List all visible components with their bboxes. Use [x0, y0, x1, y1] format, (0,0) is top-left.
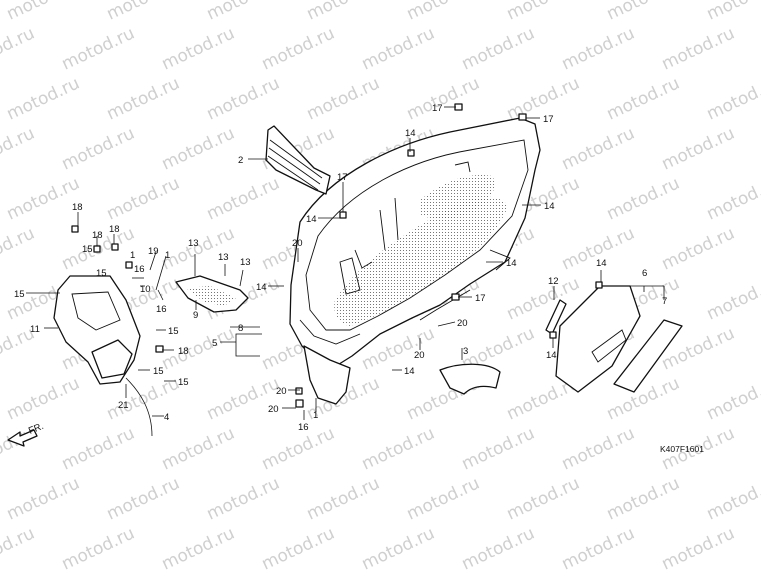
callout-14: 14: [596, 258, 607, 269]
callout-16: 16: [156, 304, 167, 315]
callout-8: 8: [238, 323, 243, 334]
callout-2: 2: [238, 155, 243, 166]
part-9-bracket: [175, 275, 249, 313]
callout-19: 19: [148, 246, 159, 257]
callout-15: 15: [153, 366, 164, 377]
callout-14: 14: [506, 258, 517, 269]
callout-13: 13: [240, 257, 251, 268]
callout-20: 20: [276, 386, 287, 397]
callout-15: 15: [14, 289, 25, 300]
callout-18: 18: [92, 230, 103, 241]
callout-1: 1: [313, 410, 318, 421]
callout-21: 21: [118, 400, 129, 411]
callout-13: 13: [218, 252, 229, 263]
callout-15: 15: [168, 326, 179, 337]
callout-7: 7: [662, 296, 667, 307]
callout-labels: 17 17 14 2 17 14 14 20 14 14 17 20 8 5 3…: [14, 103, 667, 433]
callout-9: 9: [193, 310, 198, 321]
callout-14: 14: [404, 366, 415, 377]
callout-15: 15: [82, 244, 93, 255]
front-direction-arrow: FR.: [7, 421, 45, 447]
part-3-cover: [439, 363, 501, 395]
fasteners: [71, 103, 603, 408]
callout-20: 20: [457, 318, 468, 329]
callout-5: 5: [212, 338, 217, 349]
callout-16: 16: [298, 422, 309, 433]
callout-18: 18: [72, 202, 83, 213]
callout-18: 18: [109, 224, 120, 235]
callout-15: 15: [178, 377, 189, 388]
callout-17: 17: [543, 114, 554, 125]
part-6-7-lid: [545, 285, 683, 393]
callout-14: 14: [306, 214, 317, 225]
callout-17: 17: [432, 103, 443, 114]
callout-20: 20: [268, 404, 279, 415]
callout-14: 14: [544, 201, 555, 212]
luggage-box: [289, 117, 541, 405]
callout-14: 14: [256, 282, 267, 293]
callout-6: 6: [642, 268, 647, 279]
callout-10: 10: [140, 284, 151, 295]
callout-14: 14: [405, 128, 416, 139]
leader-lines: [26, 106, 665, 420]
callout-20: 20: [414, 350, 425, 361]
callout-17: 17: [337, 172, 348, 183]
callout-1: 1: [130, 250, 135, 261]
callout-1: 1: [165, 250, 170, 261]
callout-14: 14: [546, 350, 557, 361]
callout-11: 11: [30, 324, 40, 335]
direction-label: FR.: [27, 421, 45, 437]
callout-13: 13: [188, 238, 199, 249]
callout-16: 16: [134, 264, 145, 275]
callout-4: 4: [164, 412, 169, 423]
callout-17: 17: [475, 293, 486, 304]
callout-15: 15: [96, 268, 107, 279]
part-11-panel: [53, 275, 153, 437]
callout-20: 20: [292, 238, 303, 249]
diagram-code: K407F1601: [660, 444, 704, 454]
part-2-grille: [265, 125, 331, 195]
callout-3: 3: [463, 346, 468, 357]
callout-18: 18: [178, 346, 189, 357]
callout-12: 12: [548, 276, 559, 287]
